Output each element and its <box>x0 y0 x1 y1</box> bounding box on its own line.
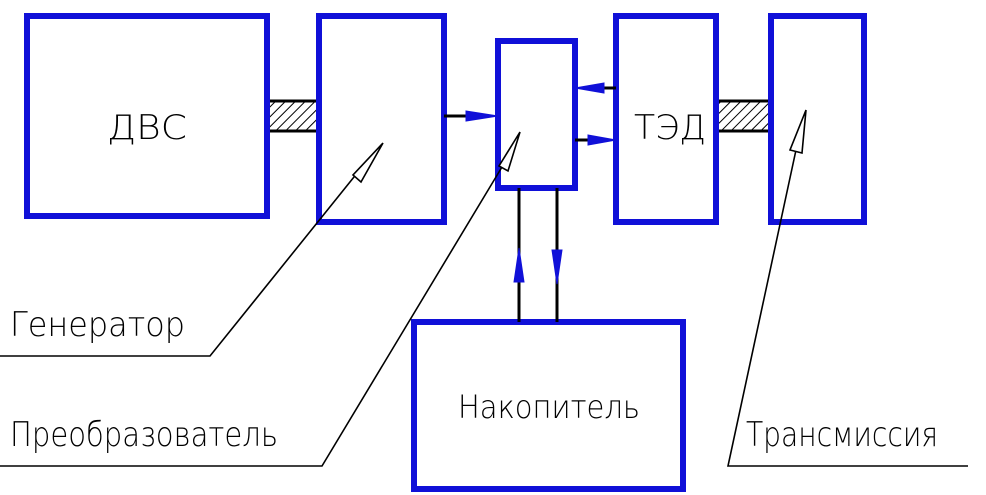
engine-label: ДВС <box>107 108 187 148</box>
leader-transmission <box>727 109 968 467</box>
shaft-motor-transmission <box>714 99 773 133</box>
converter-callout: Преобразователь <box>10 415 278 455</box>
engine-block <box>24 13 270 219</box>
generator-callout: Генератор <box>10 305 185 345</box>
flow-converter-to-storage <box>551 188 563 322</box>
storage-label: Накопитель <box>458 388 640 426</box>
leader-generator <box>0 142 384 357</box>
transmission-callout: Трансмиссия <box>746 415 938 455</box>
motor-label: ТЭД <box>634 108 706 148</box>
flow-motor-to-converter <box>574 82 616 94</box>
transmission-block <box>768 13 867 225</box>
motor-block <box>613 13 719 225</box>
flow-converter-to-motor <box>575 134 617 146</box>
leader-converter <box>0 131 521 467</box>
storage-block <box>411 319 686 492</box>
shaft-engine-generator <box>265 99 321 133</box>
converter-block <box>495 38 578 191</box>
generator-block <box>316 13 447 225</box>
flow-storage-to-converter <box>513 188 525 322</box>
flow-generator-to-converter <box>444 110 499 122</box>
